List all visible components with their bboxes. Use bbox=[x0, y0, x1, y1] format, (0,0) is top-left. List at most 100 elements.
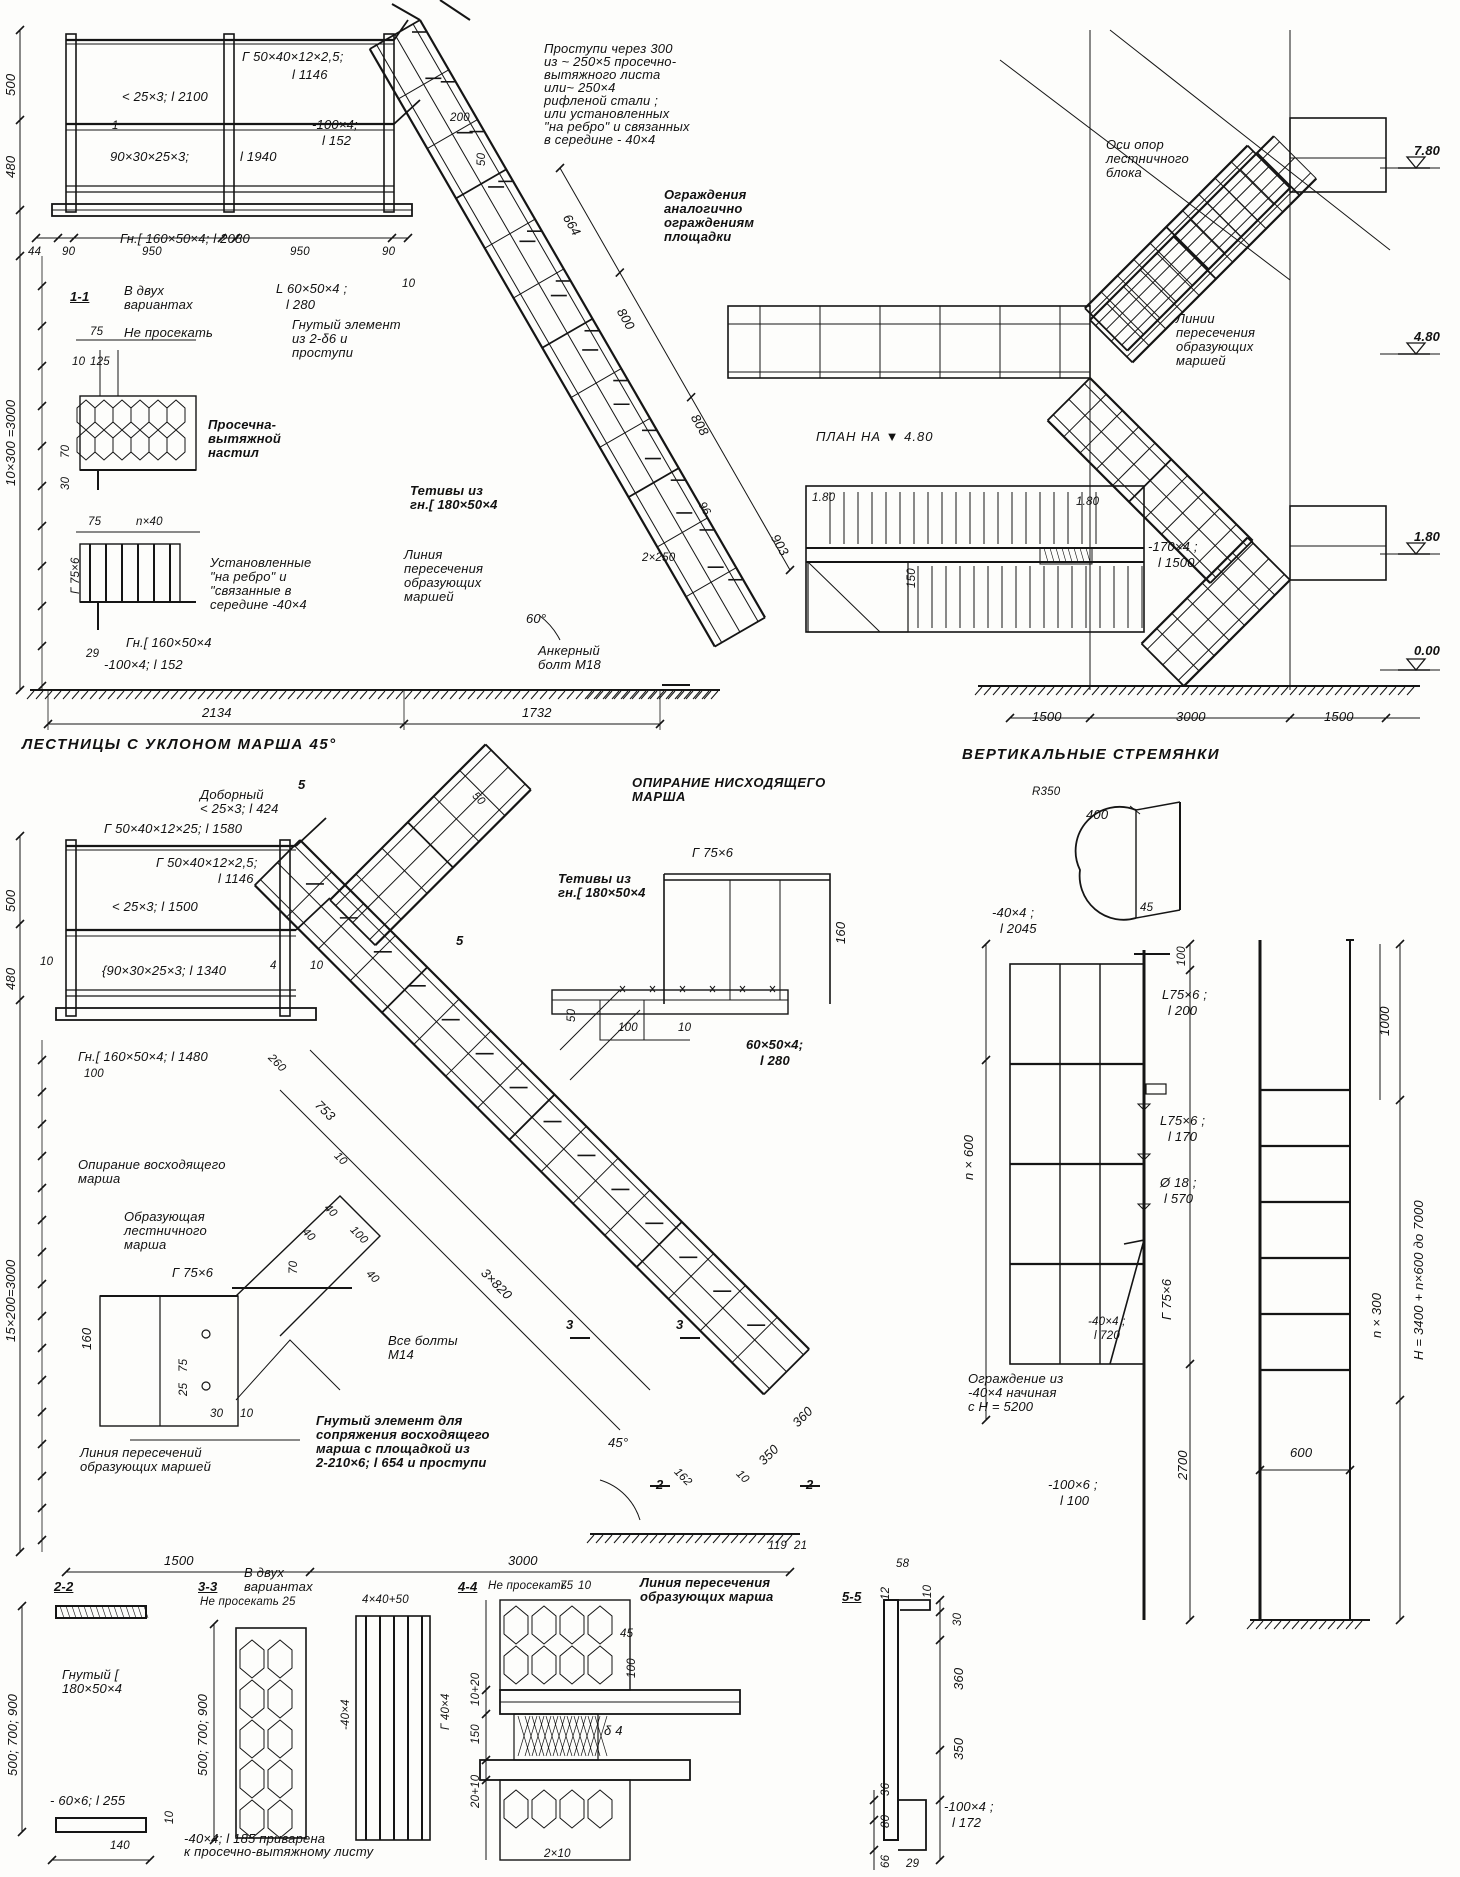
detail-1-1-dim-30: 30 bbox=[60, 476, 72, 490]
label-intersection-top: Линия пересечения образующих маршей bbox=[404, 547, 484, 604]
ladder-angle-b-len: l 170 bbox=[1168, 1129, 1198, 1144]
detail-2-2 bbox=[17, 1601, 155, 1865]
d55-dim-360: 360 bbox=[951, 1667, 966, 1690]
label-bent-element: Гнутый элемент из 2-δ6 и проступи bbox=[292, 317, 401, 360]
ladder-side bbox=[1246, 939, 1405, 1630]
d22-dim-10: 10 bbox=[164, 1810, 176, 1824]
ladder-angle-a: L75×6 ; bbox=[1162, 987, 1208, 1002]
section-45-landing bbox=[15, 817, 331, 1557]
desc-dim-160: 160 bbox=[833, 921, 848, 944]
dim-10x300: 10×300 =3000 bbox=[3, 399, 18, 486]
elev-mark-180: 1.80 bbox=[1414, 529, 1441, 544]
label-angle-l-len: l 280 bbox=[286, 297, 316, 312]
d55-plate: -100×4 ; bbox=[944, 1799, 994, 1814]
ladder-fence-note: Ограждение из -40×4 начиная с H = 5200 bbox=[968, 1371, 1064, 1414]
ladder-strip-mid: -40×4 ; bbox=[1088, 1316, 1126, 1328]
detail-1-1-channel: Гн.[ 160×50×4 bbox=[126, 635, 212, 650]
d55-dim-80: 80 bbox=[880, 1814, 892, 1828]
d33-angle: Г 40×4 bbox=[440, 1693, 452, 1730]
s45-sec-3a: 3 bbox=[566, 1317, 574, 1332]
dim-950-left: 950 bbox=[142, 246, 162, 258]
ladder-dim-1000: 1000 bbox=[1377, 1006, 1392, 1036]
d55-plate-len: l 172 bbox=[952, 1815, 982, 1830]
detail-1-1-angle: Г 75×6 bbox=[70, 557, 82, 594]
ladder-strip-top-len: l 2045 bbox=[1000, 921, 1037, 936]
label-railing-post-len: l 1146 bbox=[292, 67, 328, 82]
plan-480-mark-b: 1.80 bbox=[1076, 496, 1100, 508]
elev-mark-480: 4.80 bbox=[1414, 329, 1441, 344]
desc-angle: Г 75×6 bbox=[692, 845, 734, 860]
d44-dim-10x20: 10+20 bbox=[470, 1672, 482, 1706]
d55-dim-66: 66 bbox=[880, 1854, 892, 1868]
s45-angle-75x6: Г 75×6 bbox=[172, 1265, 214, 1280]
dim-200: 200 bbox=[450, 112, 470, 124]
heading-descending-support: ОПИРАНИЕ НИСХОДЯЩЕГО МАРША bbox=[632, 775, 826, 804]
s45-dim-15x200: 15×200=3000 bbox=[3, 1259, 18, 1342]
ladder-dim-400: 400 bbox=[1086, 807, 1109, 822]
s45-dim-160: 160 bbox=[79, 1327, 94, 1350]
top-dims bbox=[26, 689, 720, 730]
dim-480-top: 480 bbox=[3, 155, 18, 178]
dim-50-top: 50 bbox=[476, 152, 488, 166]
s45-ascending-support: Опирание восходящего марша bbox=[78, 1157, 226, 1186]
d55-dim-10: 10 bbox=[922, 1584, 934, 1598]
s45-channel: Гн.[ 160×50×4; l 1480 bbox=[78, 1049, 208, 1064]
s45-top-rail: Г 50×40×12×25; l 1580 bbox=[104, 821, 243, 836]
s45-dim-119: 119 bbox=[768, 1540, 787, 1552]
label-angle-top: < 25×3; l 2100 bbox=[122, 89, 208, 104]
d22-channel: Гнутый [ 180×50×4 bbox=[62, 1667, 123, 1696]
ladder-strip-mid-len: l 720 bbox=[1094, 1330, 1120, 1342]
ascending-support bbox=[99, 1195, 381, 1441]
s45-sec-2a: 2 bbox=[656, 1477, 664, 1492]
d22-title: 2-2 bbox=[54, 1579, 74, 1594]
plan-480 bbox=[805, 485, 1145, 633]
ladder-dim-nx300: n × 300 bbox=[1369, 1292, 1384, 1338]
dim-2134: 2134 bbox=[202, 705, 232, 720]
ladder-elevation bbox=[981, 939, 1195, 1625]
detail-3-3 bbox=[209, 1615, 431, 1845]
dim-60deg: 60° bbox=[526, 611, 547, 626]
ladder-plan bbox=[1074, 801, 1181, 921]
heading-vertical-ladders: ВЕРТИКАЛЬНЫЕ СТРЕМЯНКИ bbox=[962, 746, 1221, 763]
d44-dim-75: 75 bbox=[560, 1580, 574, 1592]
label-angle-l: L 60×50×4 ; bbox=[276, 281, 348, 296]
desc-stringers: Тетивы из гн.[ 180×50×4 bbox=[558, 871, 646, 900]
d44-dim-d4: δ 4 bbox=[604, 1723, 623, 1738]
detail-1-1-grating: Просечна- вытяжной настил bbox=[208, 417, 282, 460]
detail-1-1-dim-70: 70 bbox=[60, 444, 72, 458]
desc-plate-len: l 280 bbox=[760, 1053, 790, 1068]
ladder-angle-c: Г 75×6 bbox=[1159, 1278, 1174, 1320]
dim-90-left: 90 bbox=[62, 246, 76, 258]
plan-480-title: ПЛАН НА ▼ 4.80 bbox=[816, 429, 934, 444]
s45-extra-rail: Доборный < 25×3; l 424 bbox=[200, 787, 279, 816]
label-strip-a-len: l 152 bbox=[322, 133, 352, 148]
elev-dim-1500-right: 1500 bbox=[1324, 709, 1354, 724]
ladder-dim-nx600: n × 600 bbox=[961, 1134, 976, 1180]
d44-dim-10: 10 bbox=[578, 1580, 592, 1592]
d55-title: 5-5 bbox=[842, 1589, 862, 1604]
d33-dim-4x40: 4×40+50 bbox=[362, 1594, 409, 1606]
desc-dim-50: 50 bbox=[566, 1008, 578, 1022]
dim-90-right: 90 bbox=[382, 246, 396, 258]
ladder-rod: Ø 18 ; bbox=[1160, 1175, 1197, 1190]
s45-dim-1500: 1500 bbox=[164, 1553, 194, 1568]
d55-dim-29: 29 bbox=[906, 1858, 920, 1870]
detail-4-4 bbox=[479, 1599, 741, 1861]
detail-1-1-variants: В двух вариантах bbox=[124, 283, 193, 312]
label-stringers-top: Тетивы из гн.[ 180×50×4 bbox=[410, 483, 498, 512]
plan-480-strip: -170×4 ; bbox=[1148, 539, 1198, 554]
plan-480-mark-a: 1.80 bbox=[812, 492, 836, 504]
ladder-rod-len: l 570 bbox=[1164, 1191, 1194, 1206]
ladder-angle-a-len: l 200 bbox=[1168, 1003, 1198, 1018]
d55-dim-30: 30 bbox=[952, 1612, 964, 1626]
d44-title: 4-4 bbox=[458, 1579, 478, 1594]
label-mid-rail: 90×30×25×3; bbox=[110, 149, 190, 164]
s45-dim-480: 480 bbox=[3, 967, 18, 990]
ladder-dim-600: 600 bbox=[1290, 1445, 1313, 1460]
heading-stairs-45: ЛЕСТНИЦЫ С УКЛОНОМ МАРША 45° bbox=[22, 736, 337, 753]
d33-strip: -40×4 bbox=[340, 1699, 352, 1730]
elev-mark-000: 0.00 bbox=[1414, 643, 1441, 658]
ladder-strip-top: -40×4 ; bbox=[992, 905, 1035, 920]
d44-no-cut: Не просекать bbox=[488, 1580, 568, 1592]
